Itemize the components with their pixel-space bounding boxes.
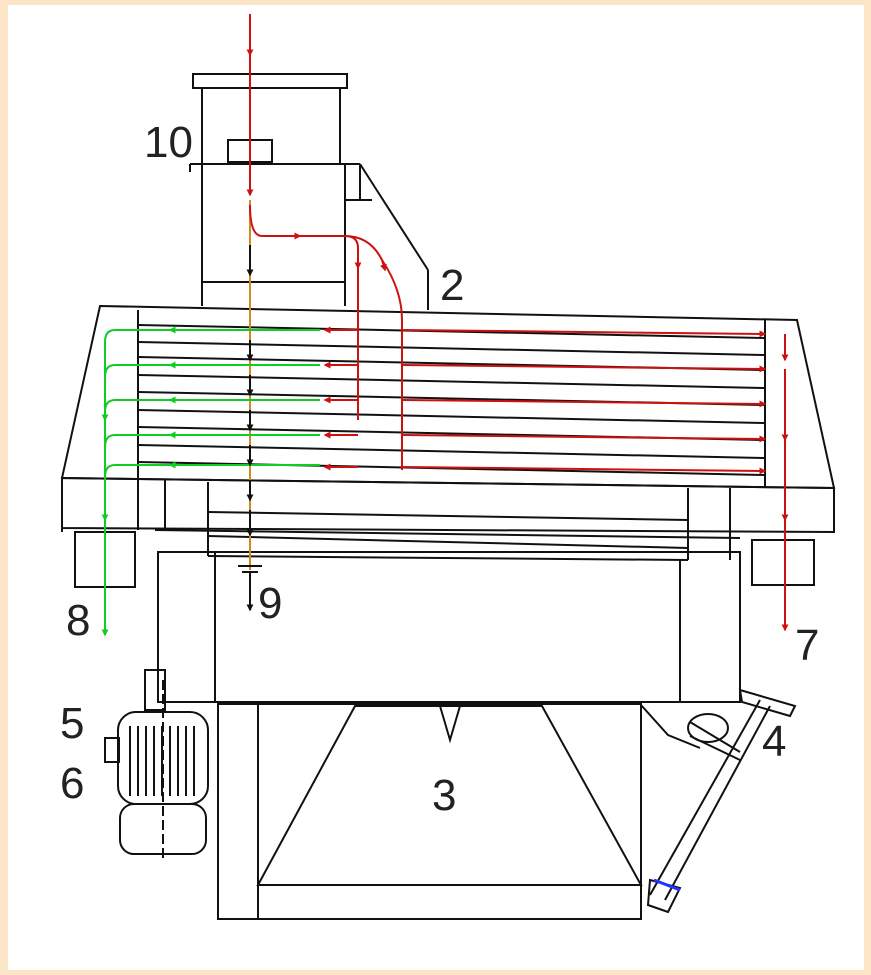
callout-4: 4 xyxy=(762,717,786,766)
through-flow-lines xyxy=(238,245,262,612)
drive-motor xyxy=(104,669,209,860)
inlet-hopper xyxy=(189,73,429,310)
callout-9: 9 xyxy=(258,579,282,628)
callout-3: 3 xyxy=(432,771,456,820)
callout-2: 2 xyxy=(440,261,464,310)
callout-6: 6 xyxy=(60,759,84,808)
tilt-handle xyxy=(640,688,797,914)
callout-8: 8 xyxy=(66,596,90,645)
callout-10: 10 xyxy=(144,118,193,167)
fine-flow-lines xyxy=(101,326,320,637)
screen-box xyxy=(60,304,836,703)
coarse-flow-lines xyxy=(246,14,789,632)
callout-7: 7 xyxy=(795,621,819,670)
support-stand xyxy=(217,703,643,920)
callout-5: 5 xyxy=(60,699,84,748)
